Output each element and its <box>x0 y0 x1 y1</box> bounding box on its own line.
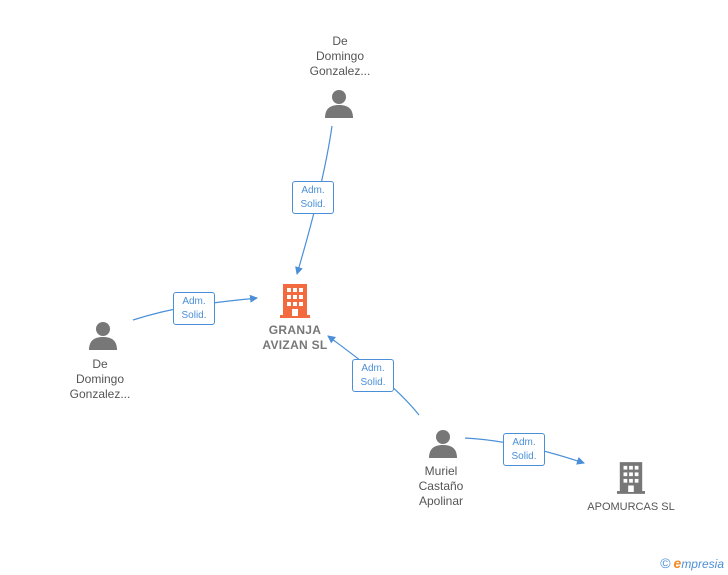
person-label-left[interactable]: De Domingo Gonzalez... <box>69 357 131 401</box>
badge-line1: Adm. <box>361 362 385 374</box>
badge-line2: Solid. <box>511 450 537 462</box>
badge-line2: Solid. <box>300 198 326 210</box>
company-label-granja[interactable]: GRANJA AVIZAN SL <box>262 323 328 352</box>
company-node-apomurcas[interactable]: APOMURCAS SL <box>571 500 691 515</box>
person-node-muriel[interactable]: Muriel Castaño Apolinar <box>391 464 491 509</box>
edge-badge-muriel-apomurcas[interactable]: Adm. Solid. <box>503 433 545 466</box>
building-icon[interactable] <box>280 284 310 318</box>
badge-line1: Adm. <box>182 295 206 307</box>
building-icon[interactable] <box>617 461 645 495</box>
company-node-granja[interactable]: GRANJA AVIZAN SL <box>245 323 345 353</box>
person-node-left[interactable]: De Domingo Gonzalez... <box>50 357 150 402</box>
copyright-symbol: © <box>660 555 671 571</box>
person-label-top[interactable]: De Domingo Gonzalez... <box>309 34 371 78</box>
edge-badge-left[interactable]: Adm. Solid. <box>173 292 215 325</box>
person-label-muriel[interactable]: Muriel Castaño Apolinar <box>418 464 464 508</box>
badge-line2: Solid. <box>181 309 207 321</box>
edge-badge-muriel-granja[interactable]: Adm. Solid. <box>352 359 394 392</box>
badge-line1: Adm. <box>512 436 536 448</box>
company-label-apomurcas[interactable]: APOMURCAS SL <box>587 501 675 513</box>
badge-line2: Solid. <box>360 376 386 388</box>
person-icon[interactable] <box>324 89 354 119</box>
badge-line1: Adm. <box>301 184 325 196</box>
person-node-top[interactable]: De Domingo Gonzalez... <box>290 34 390 79</box>
brand-initial: e <box>673 555 682 571</box>
person-icon[interactable] <box>428 429 458 459</box>
person-icon[interactable] <box>88 321 118 351</box>
edge-badge-top[interactable]: Adm. Solid. <box>292 181 334 214</box>
empresia-logo: © empresia <box>660 555 724 571</box>
brand-name: mpresia <box>681 557 724 571</box>
